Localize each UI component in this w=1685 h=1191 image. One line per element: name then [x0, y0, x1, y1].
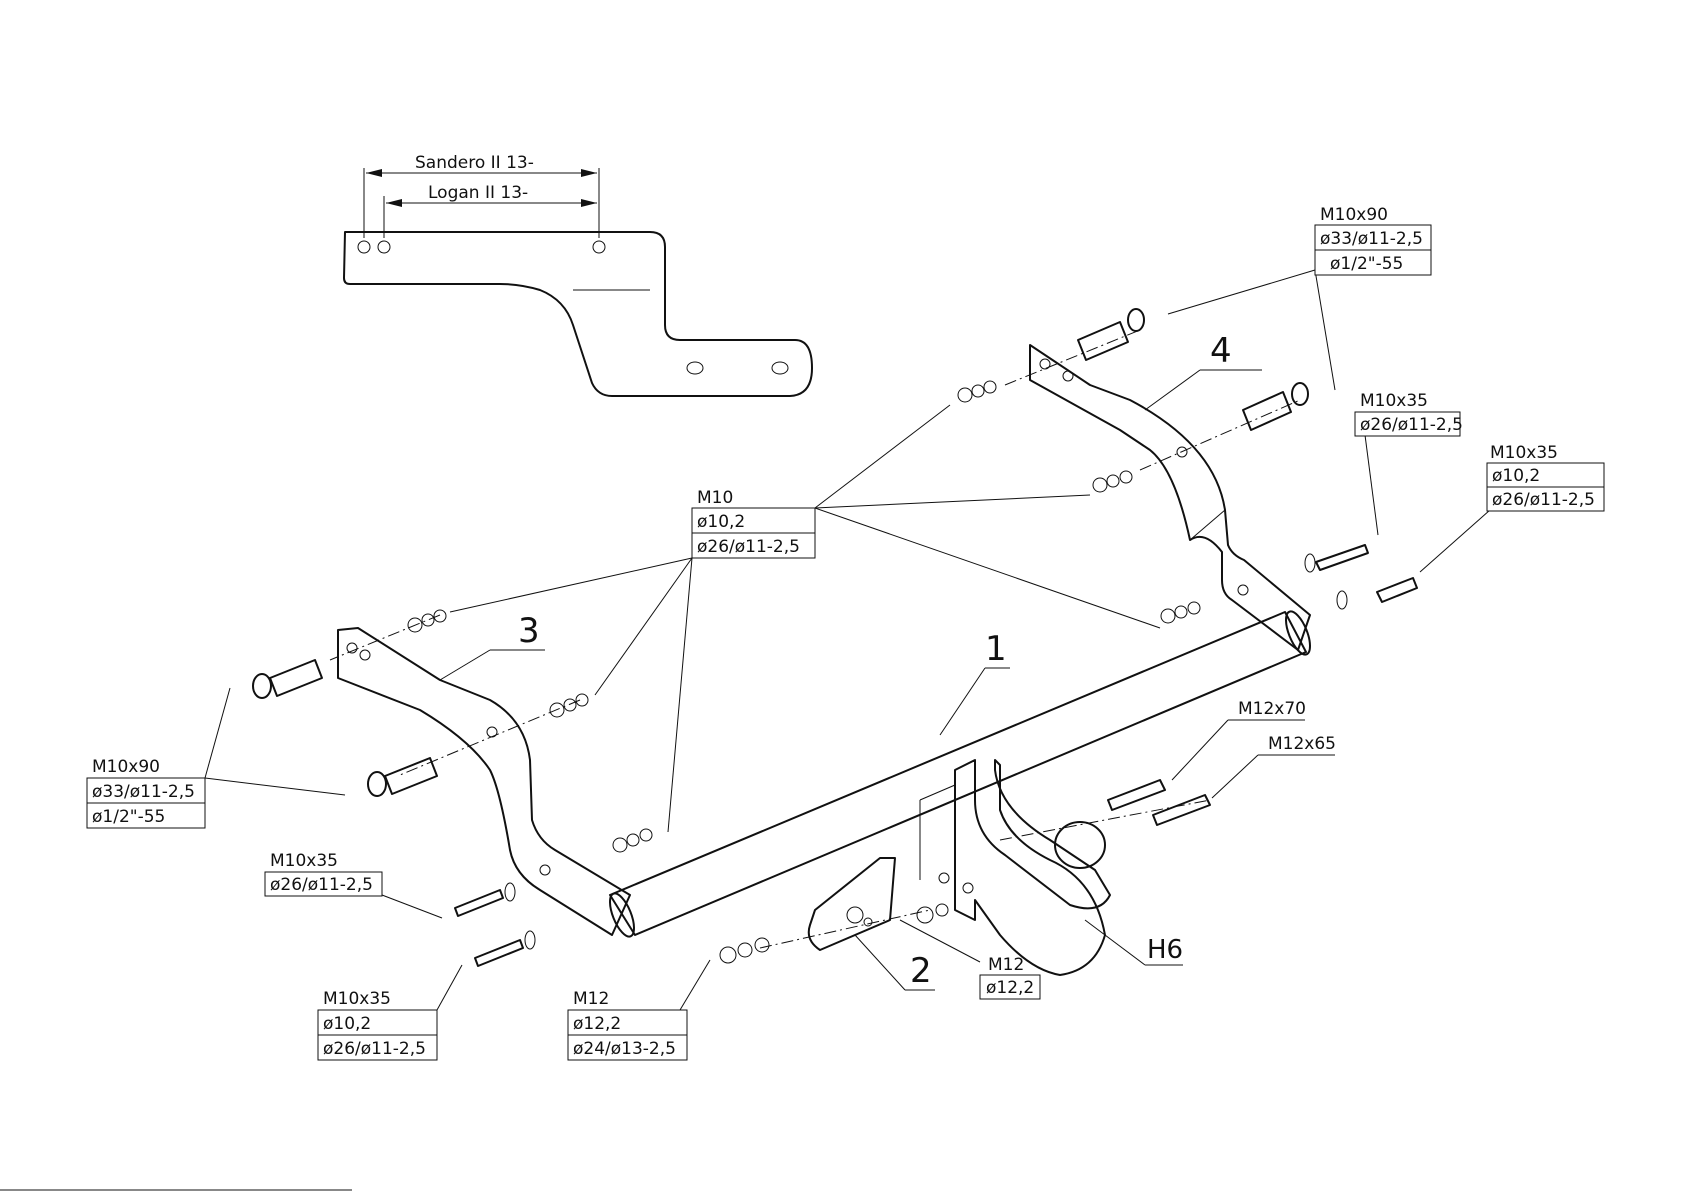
callout-line: M10x35	[323, 989, 391, 1009]
tow-ball-h6: H6	[920, 760, 1183, 975]
callout-line: ø26/ø11-2,5	[697, 537, 800, 557]
callout-line: ø33/ø11-2,5	[92, 782, 195, 802]
part-number-3: 3	[518, 611, 540, 651]
callout-line: M10x90	[92, 757, 160, 777]
callout-line: ø26/ø11-2,5	[323, 1039, 426, 1059]
callout-line: M10x35	[1490, 443, 1558, 463]
callout-m12x65: M12x65	[1268, 734, 1336, 754]
callout-line: ø26/ø11-2,5	[270, 875, 373, 895]
callout-right-m10x35-b: M10x35 ø10,2 ø26/ø11-2,5	[1487, 443, 1604, 511]
callout-top-right-m10x90: M10x90 ø33/ø11-2,5 ø1/2"-55	[1315, 205, 1431, 275]
callout-line: M10x35	[270, 851, 338, 871]
callout-line: ø1/2"-55	[1330, 254, 1403, 274]
callout-left-m10x35: M10x35 ø26/ø11-2,5	[265, 851, 382, 896]
leader-lines	[205, 270, 1490, 1010]
bracket-variant-inset: Sandero II 13- Logan II 13-	[344, 153, 812, 396]
part-number-1: 1	[985, 629, 1007, 669]
callout-line: M12	[988, 955, 1024, 975]
callout-line: ø24/ø13-2,5	[573, 1039, 676, 1059]
callout-line: M12x65	[1268, 734, 1336, 754]
fasteners	[253, 309, 1417, 966]
crossbar-part-1: 1	[605, 608, 1315, 939]
callout-line: ø10,2	[1492, 466, 1540, 486]
callout-line: M10x90	[1320, 205, 1388, 225]
callout-line: ø12,2	[986, 978, 1034, 998]
callout-line: M12	[573, 989, 609, 1009]
callout-line: ø26/ø11-2,5	[1492, 490, 1595, 510]
logan-variant-label: Logan II 13-	[428, 183, 528, 203]
part-number-2: 2	[910, 951, 932, 991]
callout-line: M10	[697, 488, 733, 508]
callout-line: ø26/ø11-2,5	[1360, 415, 1463, 435]
callout-line: M12x70	[1238, 699, 1306, 719]
part-number-4: 4	[1210, 331, 1232, 371]
callout-line: M10x35	[1360, 391, 1428, 411]
callout-line: ø10,2	[323, 1014, 371, 1034]
callout-center-m10: M10 ø10,2 ø26/ø11-2,5	[692, 488, 815, 558]
part-number-h6: H6	[1147, 935, 1183, 965]
callout-right-m10x35-a: M10x35 ø26/ø11-2,5	[1355, 391, 1463, 436]
callout-line: ø12,2	[573, 1014, 621, 1034]
callout-line: ø33/ø11-2,5	[1320, 229, 1423, 249]
callout-left-m10x90: M10x90 ø33/ø11-2,5 ø1/2"-55	[87, 757, 205, 828]
callout-m12x70: M12x70	[1238, 699, 1306, 719]
callout-line: ø10,2	[697, 512, 745, 532]
callout-bottom-m10x35: M10x35 ø10,2 ø26/ø11-2,5	[318, 989, 437, 1060]
callout-bottom-m12: M12 ø12,2 ø24/ø13-2,5	[568, 989, 687, 1060]
callout-ball-m12: M12 ø12,2	[980, 955, 1040, 999]
callout-line: ø1/2"-55	[92, 807, 165, 827]
sandero-variant-label: Sandero II 13-	[415, 153, 534, 173]
right-bracket-part-4: 4	[1030, 331, 1310, 650]
socket-plate-part-2: 2	[809, 858, 935, 991]
